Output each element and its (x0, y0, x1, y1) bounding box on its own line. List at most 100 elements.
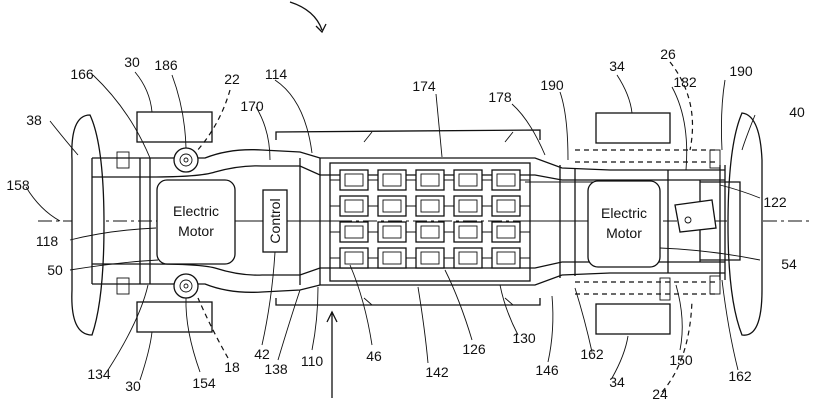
rear-hitch (674, 199, 717, 233)
numeral-40: 40 (789, 104, 805, 120)
numeral-162-center: 162 (580, 346, 604, 362)
rear-tire-top (595, 112, 671, 144)
numeral-174: 174 (412, 78, 436, 94)
numeral-50: 50 (47, 262, 63, 278)
battery-cell-inner (496, 199, 516, 213)
tray-bottom-edge (275, 298, 541, 306)
battery-cell (415, 169, 445, 191)
numeral-190-center: 190 (540, 77, 564, 93)
battery-cell (377, 247, 407, 269)
battery-cell (491, 221, 521, 243)
numeral-22: 22 (224, 71, 240, 87)
numeral-122: 122 (763, 194, 787, 210)
battery-cell (453, 169, 483, 191)
rear-spring-top (575, 149, 715, 163)
battery-cell-inner (458, 225, 478, 239)
front-electric-motor (156, 179, 236, 265)
controller-box (262, 189, 288, 253)
numeral-142: 142 (425, 364, 449, 380)
view-arrow-top (289, 1, 327, 34)
numeral-110: 110 (301, 353, 324, 369)
battery-cell (415, 195, 445, 217)
numeral-134: 134 (87, 366, 111, 382)
battery-cell (453, 195, 483, 217)
numeral-30-bottom: 30 (125, 378, 141, 394)
battery-cell-inner (496, 225, 516, 239)
battery-cell (377, 221, 407, 243)
numeral-182: 182 (673, 74, 697, 90)
numeral-126: 126 (462, 341, 486, 357)
battery-cell-inner (344, 173, 364, 187)
battery-cell (339, 221, 369, 243)
battery-cell (491, 169, 521, 191)
numeral-54: 54 (781, 256, 797, 272)
battery-cell-inner (420, 251, 440, 265)
numeral-154: 154 (192, 375, 216, 391)
numeral-118: 118 (36, 233, 59, 249)
battery-cell-inner (382, 199, 402, 213)
numeral-186: 186 (154, 57, 178, 73)
numeral-34-bottom: 34 (609, 374, 625, 390)
rear-bumper (727, 112, 763, 336)
front-tire-top (136, 111, 213, 143)
battery-cell (415, 247, 445, 269)
numeral-38: 38 (26, 112, 42, 128)
battery-cell (491, 195, 521, 217)
numeral-26: 26 (660, 46, 676, 62)
front-motor-label-line2: Motor (178, 223, 214, 239)
reference-numerals: 166 30 186 22 114 174 178 190 34 26 190 … (6, 46, 805, 402)
front-motor-label-line1: Electric (173, 203, 219, 219)
rear-motor-label-line1: Electric (601, 205, 647, 221)
battery-cell (377, 169, 407, 191)
battery-cell-inner (382, 251, 402, 265)
numeral-46: 46 (366, 348, 382, 364)
battery-cell (339, 195, 369, 217)
numeral-178: 178 (488, 89, 512, 105)
battery-cell-inner (458, 251, 478, 265)
numeral-30-top: 30 (124, 54, 140, 70)
numeral-190-rear: 190 (729, 63, 753, 79)
battery-pack (329, 162, 531, 282)
numeral-114: 114 (265, 66, 288, 82)
numeral-162-rear: 162 (728, 368, 752, 384)
numeral-170: 170 (240, 98, 264, 114)
battery-cell (453, 247, 483, 269)
battery-cell-inner (382, 173, 402, 187)
view-arrow-bottom (326, 310, 338, 398)
battery-cell-inner (420, 225, 440, 239)
battery-cell-inner (458, 199, 478, 213)
battery-cell-inner (496, 173, 516, 187)
numeral-166: 166 (70, 66, 94, 82)
numeral-34-top: 34 (609, 58, 625, 74)
battery-cell-inner (344, 225, 364, 239)
battery-cell-inner (420, 199, 440, 213)
numeral-130: 130 (512, 330, 536, 346)
battery-cell-inner (420, 173, 440, 187)
numeral-138: 138 (264, 361, 288, 377)
numeral-42: 42 (254, 346, 270, 362)
front-bumper (71, 114, 105, 336)
numeral-24: 24 (652, 386, 668, 402)
battery-cell-inner (344, 199, 364, 213)
numeral-150: 150 (669, 352, 693, 368)
battery-cell-inner (496, 251, 516, 265)
numeral-146: 146 (535, 362, 559, 378)
front-coil-bottom (173, 273, 199, 299)
battery-cell (491, 247, 521, 269)
battery-cell-inner (458, 173, 478, 187)
front-coil-top (173, 147, 199, 173)
battery-cell (453, 221, 483, 243)
tray-top-edge (275, 129, 541, 140)
leader-lines (25, 61, 761, 393)
battery-cell (415, 221, 445, 243)
battery-cell (339, 247, 369, 269)
battery-cell-inner (344, 251, 364, 265)
front-tire-bottom (136, 301, 213, 333)
rear-spring-bottom (575, 281, 715, 295)
numeral-18: 18 (224, 359, 240, 375)
rear-tire-bottom (595, 303, 671, 335)
rear-motor-label-line2: Motor (606, 225, 642, 241)
battery-cell-inner (382, 225, 402, 239)
battery-cell (377, 195, 407, 217)
